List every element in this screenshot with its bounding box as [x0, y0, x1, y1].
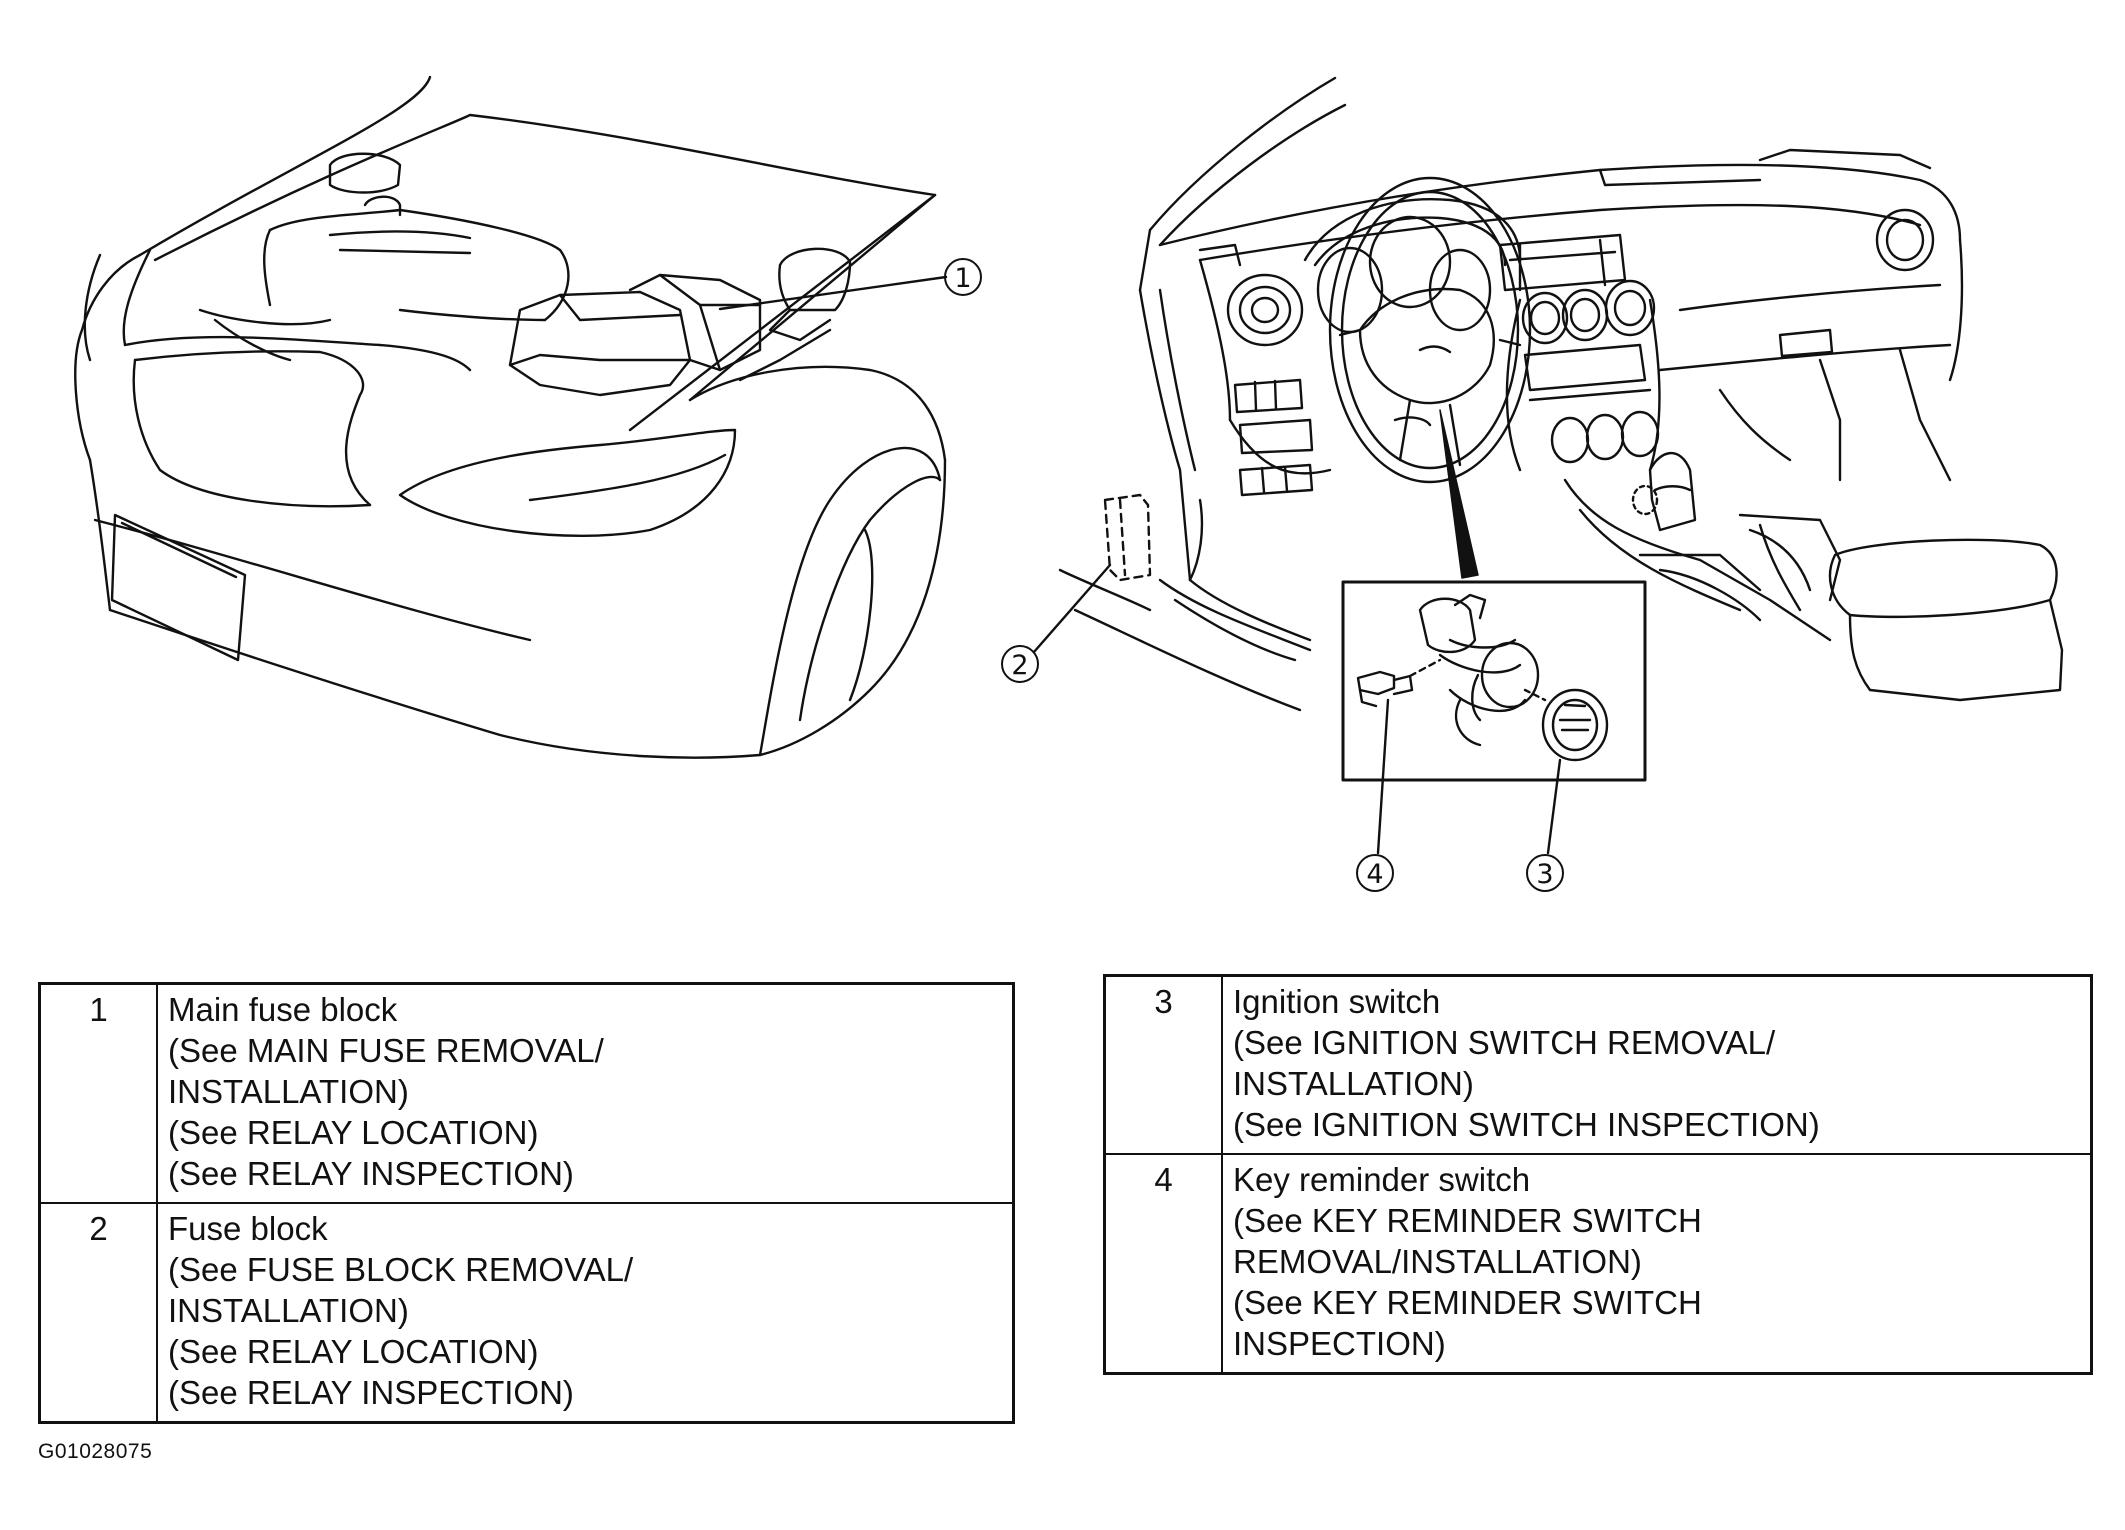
legend-number: 3 — [1103, 974, 1223, 1155]
legend-number: 1 — [38, 982, 158, 1204]
legend-line: (See IGNITION SWITCH REMOVAL/ — [1233, 1024, 1776, 1061]
figure-id: G01028075 — [38, 1440, 153, 1463]
legend-line: Key reminder switch — [1233, 1161, 1531, 1198]
legend-row: 2 Fuse block (See FUSE BLOCK REMOVAL/ IN… — [38, 1202, 1015, 1424]
car-front-drawing — [74, 75, 947, 759]
legend-number: 2 — [38, 1202, 158, 1424]
legend-line: (See MAIN FUSE REMOVAL/ — [168, 1032, 604, 1069]
callout-4-leader — [1376, 698, 1390, 855]
legend-number: 4 — [1103, 1153, 1223, 1375]
legend-line: INSTALLATION) — [1233, 1065, 1474, 1102]
callout-1-circle — [944, 258, 982, 296]
callout-3-circle — [1526, 854, 1564, 892]
legend-line: (See RELAY LOCATION) — [168, 1333, 539, 1370]
legend-line: INSPECTION) — [1233, 1325, 1446, 1362]
legend-table-left: 1 Main fuse block (See MAIN FUSE REMOVAL… — [38, 982, 1015, 1424]
legend-line: (See RELAY LOCATION) — [168, 1114, 539, 1151]
callout-1-leader — [718, 275, 948, 311]
legend-table-right: 3 Ignition switch (See IGNITION SWITCH R… — [1103, 974, 2093, 1375]
dashboard-drawing — [1058, 76, 2064, 712]
legend-row: 4 Key reminder switch (See KEY REMINDER … — [1103, 1153, 2093, 1375]
legend-line: (See KEY REMINDER SWITCH — [1233, 1284, 1702, 1321]
callout-2-leader — [1032, 563, 1112, 654]
callout-4-label: 4 — [1366, 859, 1383, 890]
legend-line: Ignition switch — [1233, 983, 1441, 1020]
callout-4-circle — [1356, 854, 1394, 892]
legend-line: (See FUSE BLOCK REMOVAL/ — [168, 1251, 634, 1288]
legend-row: 1 Main fuse block (See MAIN FUSE REMOVAL… — [38, 982, 1015, 1204]
callout-2-label: 2 — [1011, 650, 1028, 681]
legend-line: (See RELAY INSPECTION) — [168, 1374, 574, 1411]
ignition-switch-inset — [1341, 580, 1647, 782]
callout-3-leader — [1546, 758, 1562, 855]
callout-3-label: 3 — [1536, 859, 1553, 890]
callout-2-circle — [1001, 645, 1039, 683]
legend-line: Fuse block — [168, 1210, 328, 1247]
legend-row: 3 Ignition switch (See IGNITION SWITCH R… — [1103, 974, 2093, 1155]
legend-description: Fuse block (See FUSE BLOCK REMOVAL/ INST… — [156, 1202, 1015, 1424]
legend-description: Main fuse block (See MAIN FUSE REMOVAL/ … — [156, 982, 1015, 1204]
legend-line: Main fuse block — [168, 991, 398, 1028]
legend-line: INSTALLATION) — [168, 1292, 409, 1329]
legend-line: INSTALLATION) — [168, 1073, 409, 1110]
legend-line: (See KEY REMINDER SWITCH — [1233, 1202, 1702, 1239]
callout-1-label: 1 — [954, 263, 971, 294]
legend-line: (See RELAY INSPECTION) — [168, 1155, 574, 1192]
legend-description: Ignition switch (See IGNITION SWITCH REM… — [1221, 974, 2093, 1155]
legend-description: Key reminder switch (See KEY REMINDER SW… — [1221, 1153, 2093, 1375]
legend-line: (See IGNITION SWITCH INSPECTION) — [1233, 1106, 1820, 1143]
inset-pointer — [1439, 409, 1479, 579]
component-location-illustration: 1 — [74, 75, 2064, 892]
legend-line: REMOVAL/INSTALLATION) — [1233, 1243, 1642, 1280]
